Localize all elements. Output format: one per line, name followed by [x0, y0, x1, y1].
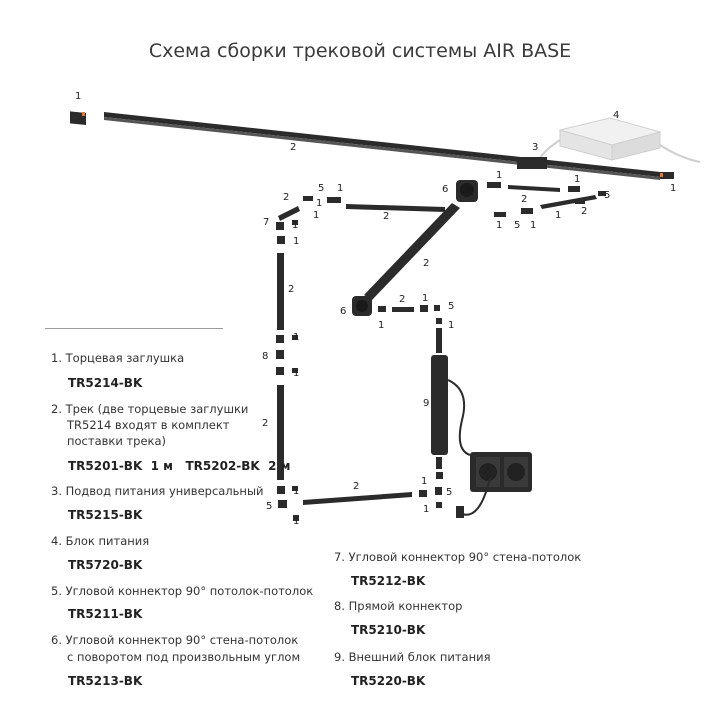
mid-track [303, 182, 606, 217]
callout-9: 9 [423, 398, 429, 409]
callout-7: 7 [263, 217, 269, 228]
callout-1-l: 1 [293, 236, 299, 247]
callout-2-e: 2 [383, 211, 389, 222]
wall-socket [456, 452, 532, 518]
corner-connector-bottom-left [277, 486, 299, 521]
callout-2-f: 2 [288, 284, 294, 295]
legend-code-3: TR5215-BK [68, 508, 143, 522]
legend-code-1: TR5214-BK [68, 376, 143, 390]
legend-code-8: TR5210-BK [351, 623, 426, 637]
diagonal-track [364, 203, 460, 300]
connector-pieces-mid [378, 305, 442, 324]
callout-1-t: 1 [423, 504, 429, 515]
legend-item-6-line1: 6. Угловой коннектор 90° стена-потолок [51, 633, 299, 647]
rotating-connector-top [456, 180, 478, 202]
callout-1-e: 1 [555, 210, 561, 221]
legend-item-8: 8. Прямой коннектор [334, 599, 463, 613]
callout-2-h: 2 [399, 294, 405, 305]
legend-separator [45, 328, 223, 329]
callout-1-q: 1 [293, 368, 299, 379]
callout-2-c: 2 [581, 206, 587, 217]
callout-1-s: 1 [421, 476, 427, 487]
legend-item-2-line2: TR5214 входят в комплект [67, 418, 230, 432]
callout-1-d: 1 [574, 174, 580, 185]
legend-code-2: TR5201-BK 1 м TR5202-BK 2 м [68, 459, 291, 473]
legend-item-1: 1. Торцевая заглушка [51, 351, 185, 365]
bottom-track [303, 492, 412, 505]
power-supply-box [539, 117, 701, 163]
legend-item-9: 9. Внешний блок питания [334, 650, 491, 664]
callout-1-m: 1 [378, 320, 384, 331]
callout-1-g: 1 [530, 220, 536, 231]
power-feed [517, 157, 547, 169]
legend-item-2-line3: поставки трека) [67, 434, 167, 448]
callout-2-a: 2 [290, 142, 296, 153]
callout-5-c: 5 [318, 183, 324, 194]
corner-connector-bottom-right [419, 472, 443, 508]
callout-5-a: 5 [604, 190, 610, 201]
callout-5-f: 5 [446, 487, 452, 498]
callout-6-b: 6 [340, 306, 346, 317]
legend-code-4: TR5720-BK [68, 558, 143, 572]
legend-code-9: TR5220-BK [351, 674, 426, 688]
straight-connector [276, 335, 298, 375]
callout-2-g: 2 [423, 258, 429, 269]
callout-3: 3 [532, 142, 538, 153]
callout-1-n: 1 [422, 293, 428, 304]
corner-connector-top-left [276, 206, 300, 244]
right-vertical-track [431, 328, 471, 469]
legend-item-7: 7. Угловой коннектор 90° стена-потолок [334, 550, 582, 564]
callout-1-b: 1 [670, 183, 676, 194]
callout-2-b: 2 [521, 194, 527, 205]
callout-1-c: 1 [496, 170, 502, 181]
callout-1-h: 1 [337, 183, 343, 194]
callout-1-o: 1 [448, 320, 454, 331]
callout-1-k: 1 [292, 220, 298, 231]
left-vertical-track-lower [277, 385, 284, 480]
rotating-connector-bottom [352, 296, 372, 316]
left-vertical-track-upper [277, 253, 284, 330]
callout-6-a: 6 [442, 184, 448, 195]
callout-1-f: 1 [496, 220, 502, 231]
legend-item-6-line2: с поворотом под произвольным углом [67, 650, 301, 664]
callout-1-u: 1 [293, 516, 299, 527]
callout-5-d: 5 [448, 301, 454, 312]
legend-code-6: TR5213-BK [68, 674, 143, 688]
callout-2-d: 2 [283, 192, 289, 203]
legend-item-2-line1: 2. Трек (две торцевые заглушки [51, 402, 249, 416]
legend-item-3: 3. Подвод питания универсальный [51, 484, 264, 498]
callout-1-a: 1 [75, 91, 81, 102]
callout-2-i: 2 [262, 418, 268, 429]
legend-item-4: 4. Блок питания [51, 534, 150, 548]
legend-code-7: TR5212-BK [351, 574, 426, 588]
callout-1-p: 1 [293, 332, 299, 343]
legend-item-5: 5. Угловой коннектор 90° потолок-потолок [51, 584, 314, 598]
callout-5-e: 5 [266, 501, 272, 512]
callout-8: 8 [262, 351, 268, 362]
callout-4: 4 [613, 110, 619, 121]
page-title: Схема сборки трековой системы AIR BASE [148, 40, 572, 62]
callout-1-i: 1 [316, 198, 322, 209]
callout-1-r: 1 [293, 486, 299, 497]
callout-1-j: 1 [313, 210, 319, 221]
end-cap-right [660, 172, 674, 179]
legend-code-5: TR5211-BK [68, 607, 143, 621]
callout-5-b: 5 [514, 220, 520, 231]
end-cap-left [70, 111, 86, 126]
callout-2-j: 2 [353, 481, 359, 492]
